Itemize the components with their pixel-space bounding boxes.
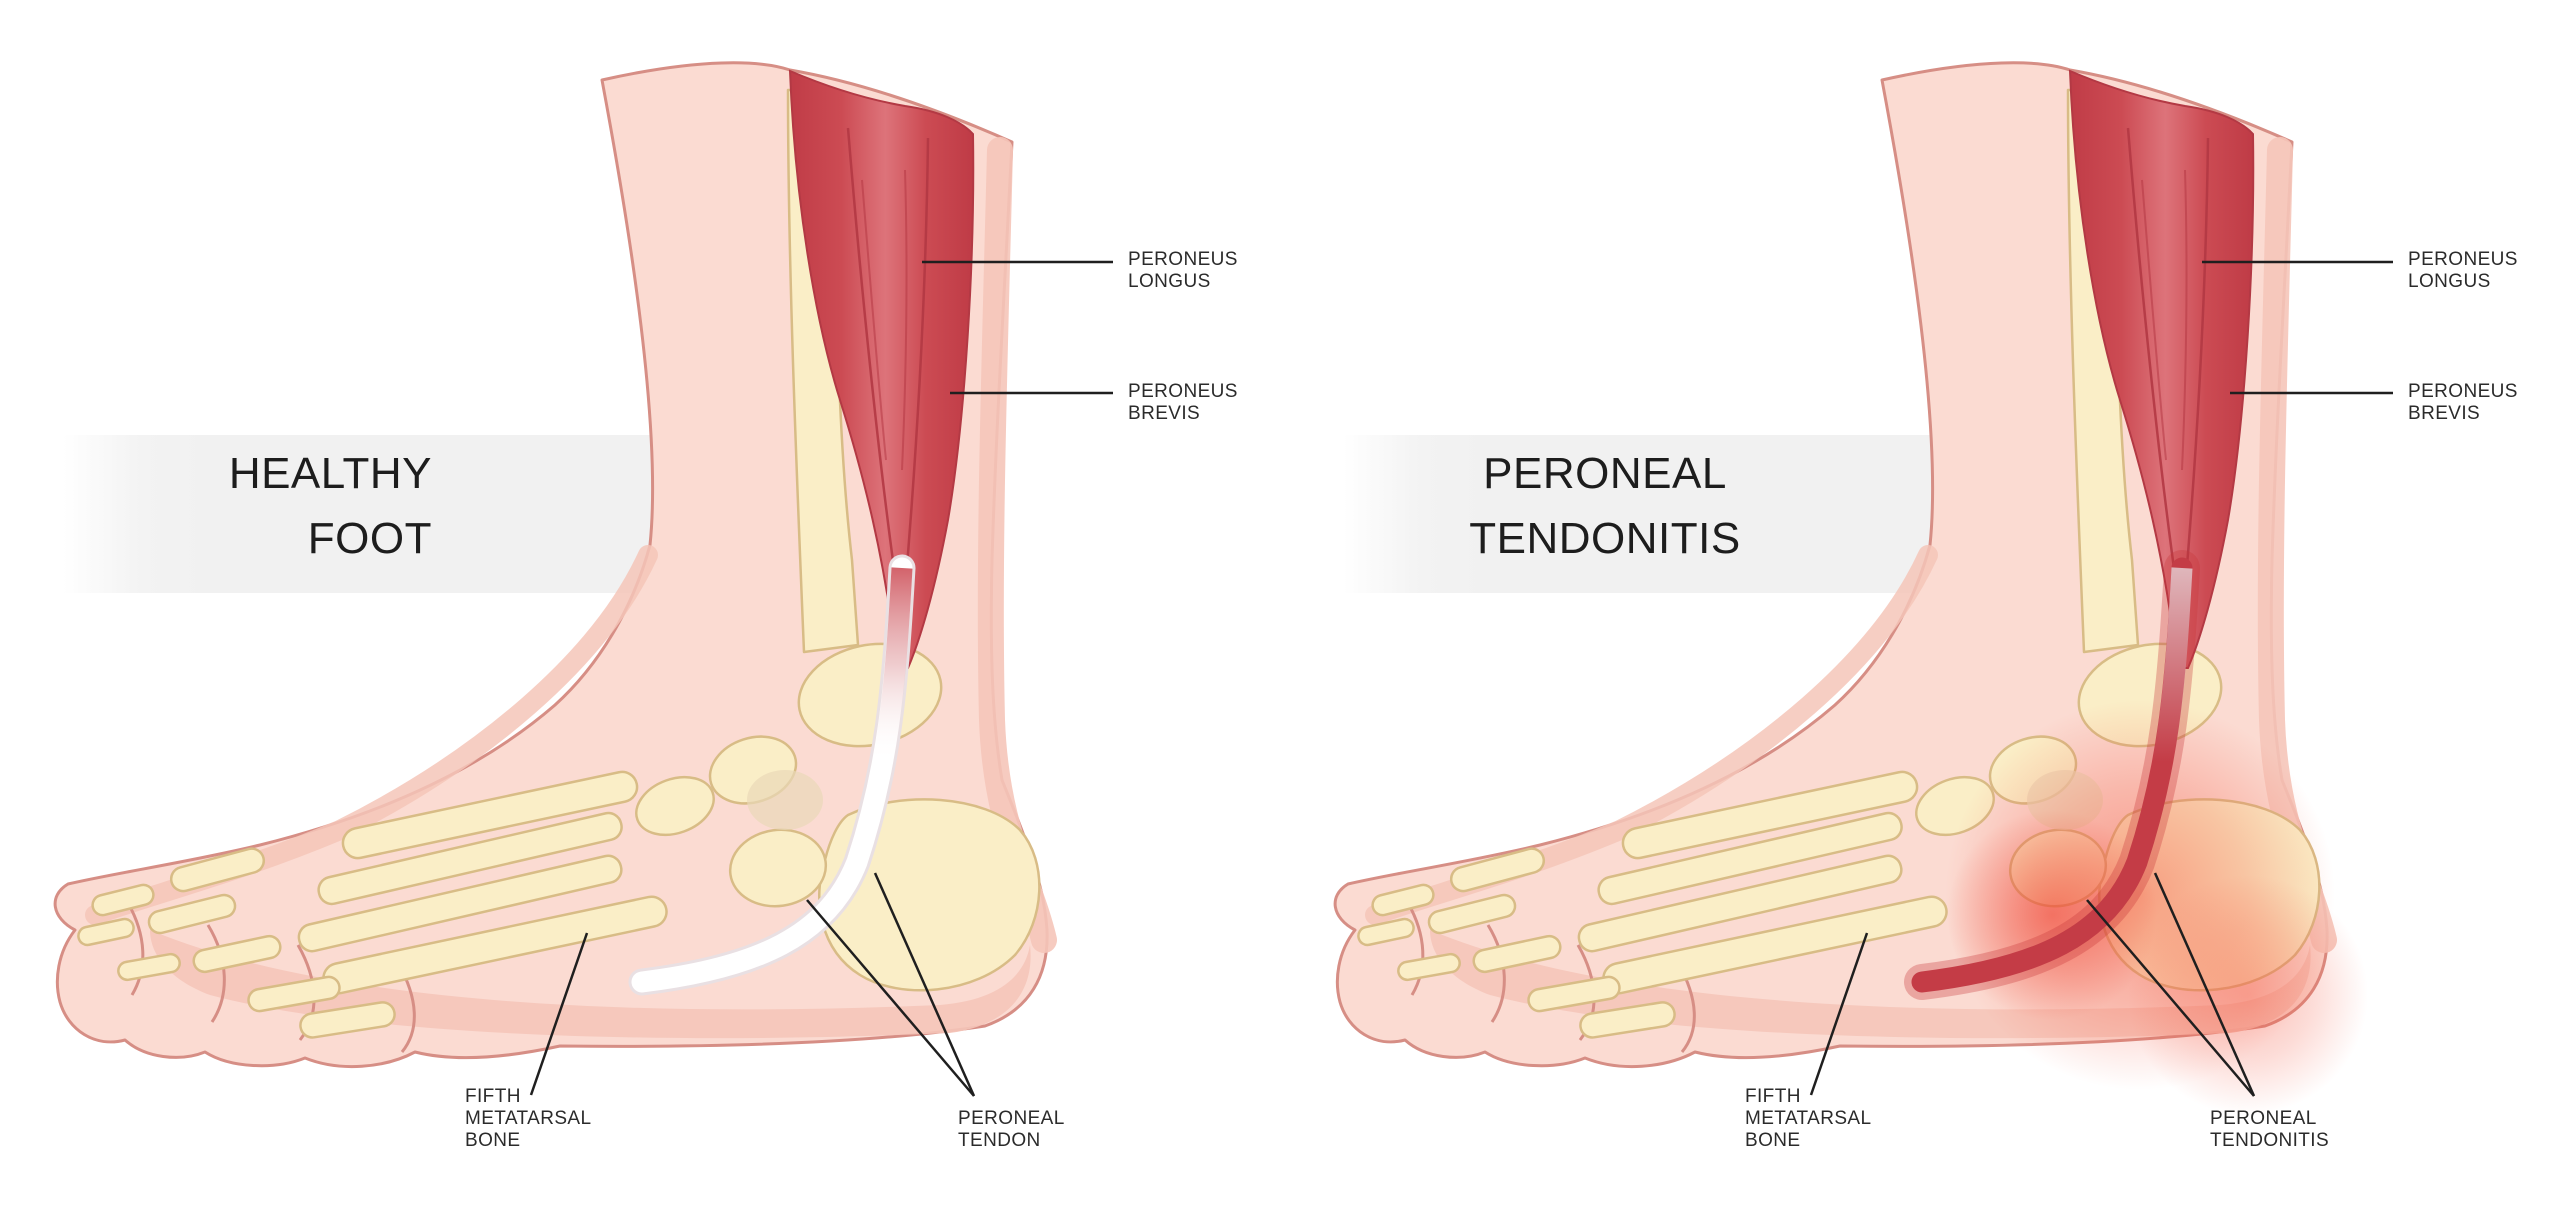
label-peroneal-tendon-left: PERONEAL TENDON — [958, 1108, 1065, 1151]
inflamed-tendon-fade — [2152, 567, 2193, 764]
peroneal-tendonitis-title: PERONEAL TENDONITIS — [1469, 449, 1741, 563]
label-peroneal-tendonitis-right: PERONEAL TENDONITIS — [2210, 1108, 2330, 1151]
tendonitis-foot-illustration — [1335, 63, 2368, 1115]
label-peroneus-brevis-left: PERONEUS BREVIS — [1128, 381, 1238, 424]
healthy-tendon-fade — [872, 567, 913, 764]
label-peroneus-brevis-right: PERONEUS BREVIS — [2408, 381, 2518, 424]
label-peroneus-longus-left: PERONEUS LONGUS — [1128, 249, 1238, 292]
label-fifth-metatarsal-bone-right: FIFTH METATARSAL BONE — [1745, 1086, 1872, 1151]
label-fifth-metatarsal-bone-left: FIFTH METATARSAL BONE — [465, 1086, 592, 1151]
leader-fifth-metatarsal-right — [1809, 932, 1869, 1096]
leader-lines — [529, 260, 2393, 1097]
leader-peroneal-tendon-left-b — [806, 899, 975, 1097]
inflammation-glow-heel — [2128, 875, 2368, 1115]
label-peroneus-longus-right: PERONEUS LONGUS — [2408, 249, 2518, 292]
healthy-foot-illustration — [55, 63, 1047, 1067]
leader-peroneal-tendonitis-right-b — [2086, 899, 2255, 1097]
leader-peroneal-tendon-left-a — [873, 872, 976, 1097]
leader-fifth-metatarsal-left — [529, 932, 589, 1096]
healthy-foot-title: HEALTHY FOOT — [228, 449, 432, 563]
leader-peroneal-tendonitis-right-a — [2153, 872, 2256, 1097]
